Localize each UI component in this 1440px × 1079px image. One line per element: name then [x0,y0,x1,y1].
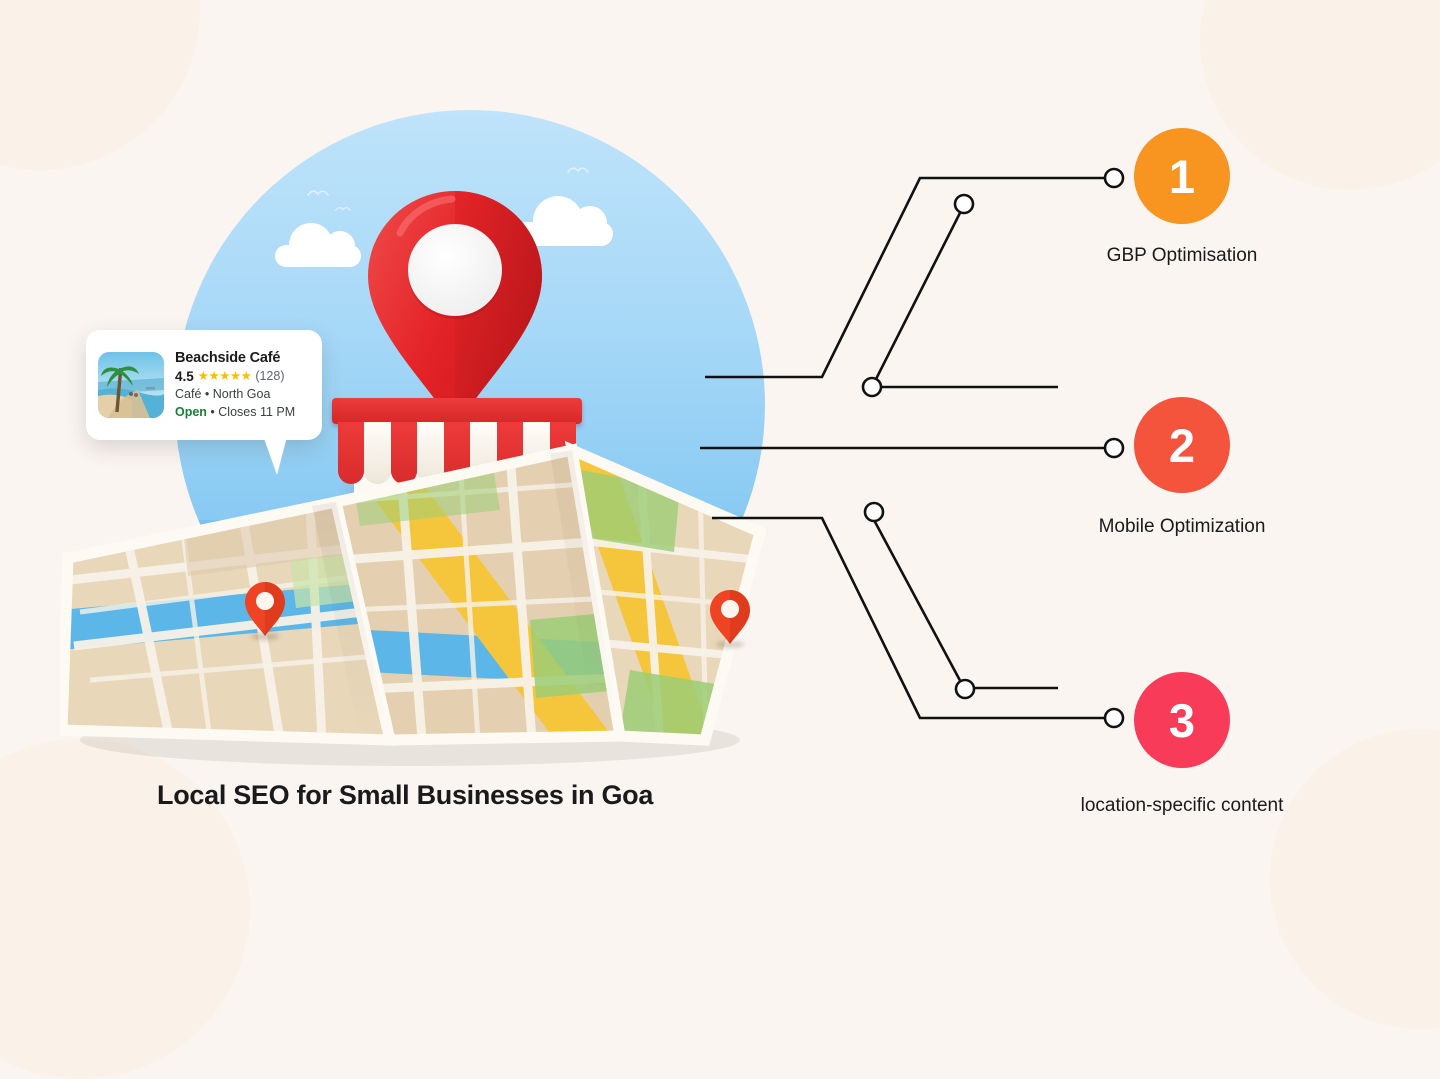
step-label-1: GBP Optimisation [1106,245,1258,266]
local-seo-illustration [56,100,780,780]
business-hours: Open • Closes 11 PM [175,405,310,420]
step-label-3: location-specific content [1080,795,1284,816]
page-title: Local SEO for Small Businesses in Goa [157,780,654,810]
location-pin-icon [360,185,550,451]
bird-icon [307,188,329,197]
rating-value: 4.5 [175,368,194,384]
map-pin-icon [243,580,287,640]
rating-row: 4.5 ★★★★★ (128) [175,370,310,384]
step-number-badge-2[interactable]: 2 [1134,397,1230,493]
background-blob-bottom-right [1270,729,1440,1029]
card-pointer-tail [262,433,288,475]
business-name: Beachside Café [175,349,281,366]
connector-line-3-sub [872,519,966,689]
business-category: Café • North Goa [175,387,271,402]
review-count: (128) [255,369,285,384]
awning-header [332,398,582,424]
folded-map-illustration [56,440,780,780]
map-pin-icon [708,588,752,648]
connector-line-1-sub [870,204,966,388]
background-blob-top-right [1200,0,1440,190]
connector-node-mid-1 [953,193,975,215]
closing-time: • Closes 11 PM [206,405,296,420]
connector-node-branch-1 [861,376,883,398]
step-number-badge-3[interactable]: 3 [1134,672,1230,768]
connector-node-endpoint-1 [1103,167,1125,189]
step-label-2: Mobile Optimization [1098,516,1266,537]
connector-node-branch-3 [863,501,885,523]
cloud-icon [275,223,361,267]
business-thumbnail [98,352,164,418]
business-info-card[interactable]: Beachside Café 4.5 ★★★★★ (128) Café • No… [86,330,322,475]
connector-node-endpoint-2 [1103,437,1125,459]
step-number-badge-1[interactable]: 1 [1134,128,1230,224]
star-rating-icon: ★★★★★ [197,369,252,384]
bird-icon [567,165,589,174]
open-status-badge: Open [175,405,207,420]
connector-node-endpoint-3 [1103,707,1125,729]
connector-node-mid-3 [954,678,976,700]
bird-icon [335,205,351,214]
